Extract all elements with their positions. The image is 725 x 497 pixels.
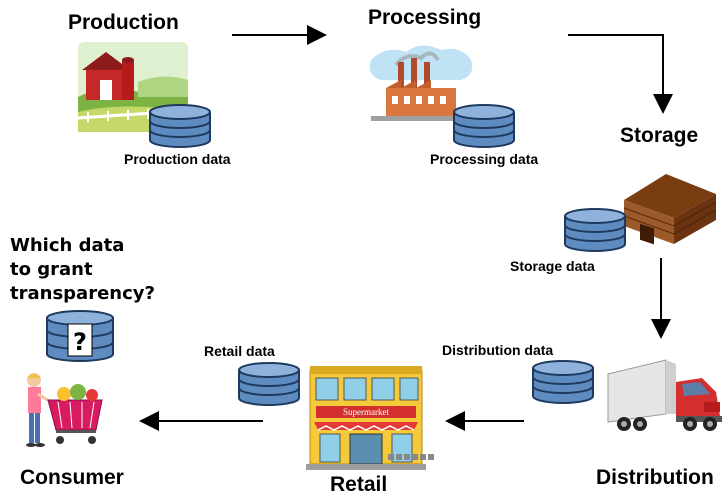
supermarket-illustration: Supermarket — [306, 366, 434, 470]
data-label-production: Production data — [124, 151, 231, 167]
stage-title-production: Production — [68, 11, 179, 34]
question-database-icon: ? — [46, 310, 114, 362]
data-label-distribution: Distribution data — [442, 342, 554, 358]
warehouse-illustration — [623, 174, 717, 245]
data-label-processing: Processing data — [430, 151, 539, 167]
truck-illustration — [607, 359, 722, 431]
database-icon — [238, 362, 300, 406]
data-label-retail: Retail data — [204, 343, 275, 359]
database-icon — [453, 104, 515, 148]
consumer-illustration — [26, 373, 103, 447]
database-icon — [532, 360, 594, 404]
question-line-2: to grant — [10, 259, 93, 280]
supermarket-sign: Supermarket — [343, 407, 389, 417]
question-line-1: Which data — [10, 235, 125, 256]
stage-title-processing: Processing — [368, 6, 482, 29]
stage-title-consumer: Consumer — [20, 466, 124, 489]
stage-title-distribution: Distribution — [596, 466, 714, 489]
stage-title-storage: Storage — [620, 124, 699, 147]
database-icon — [564, 208, 626, 252]
arrow-processing-to-storage — [568, 34, 673, 114]
transparency-question: Which data to grant transparency? — [10, 234, 155, 306]
database-icon — [149, 104, 211, 148]
question-mark: ? — [73, 328, 87, 356]
stage-title-retail: Retail — [330, 473, 388, 496]
factory-illustration — [369, 45, 473, 121]
data-label-storage: Storage data — [510, 258, 595, 274]
question-line-3: transparency? — [10, 283, 155, 304]
